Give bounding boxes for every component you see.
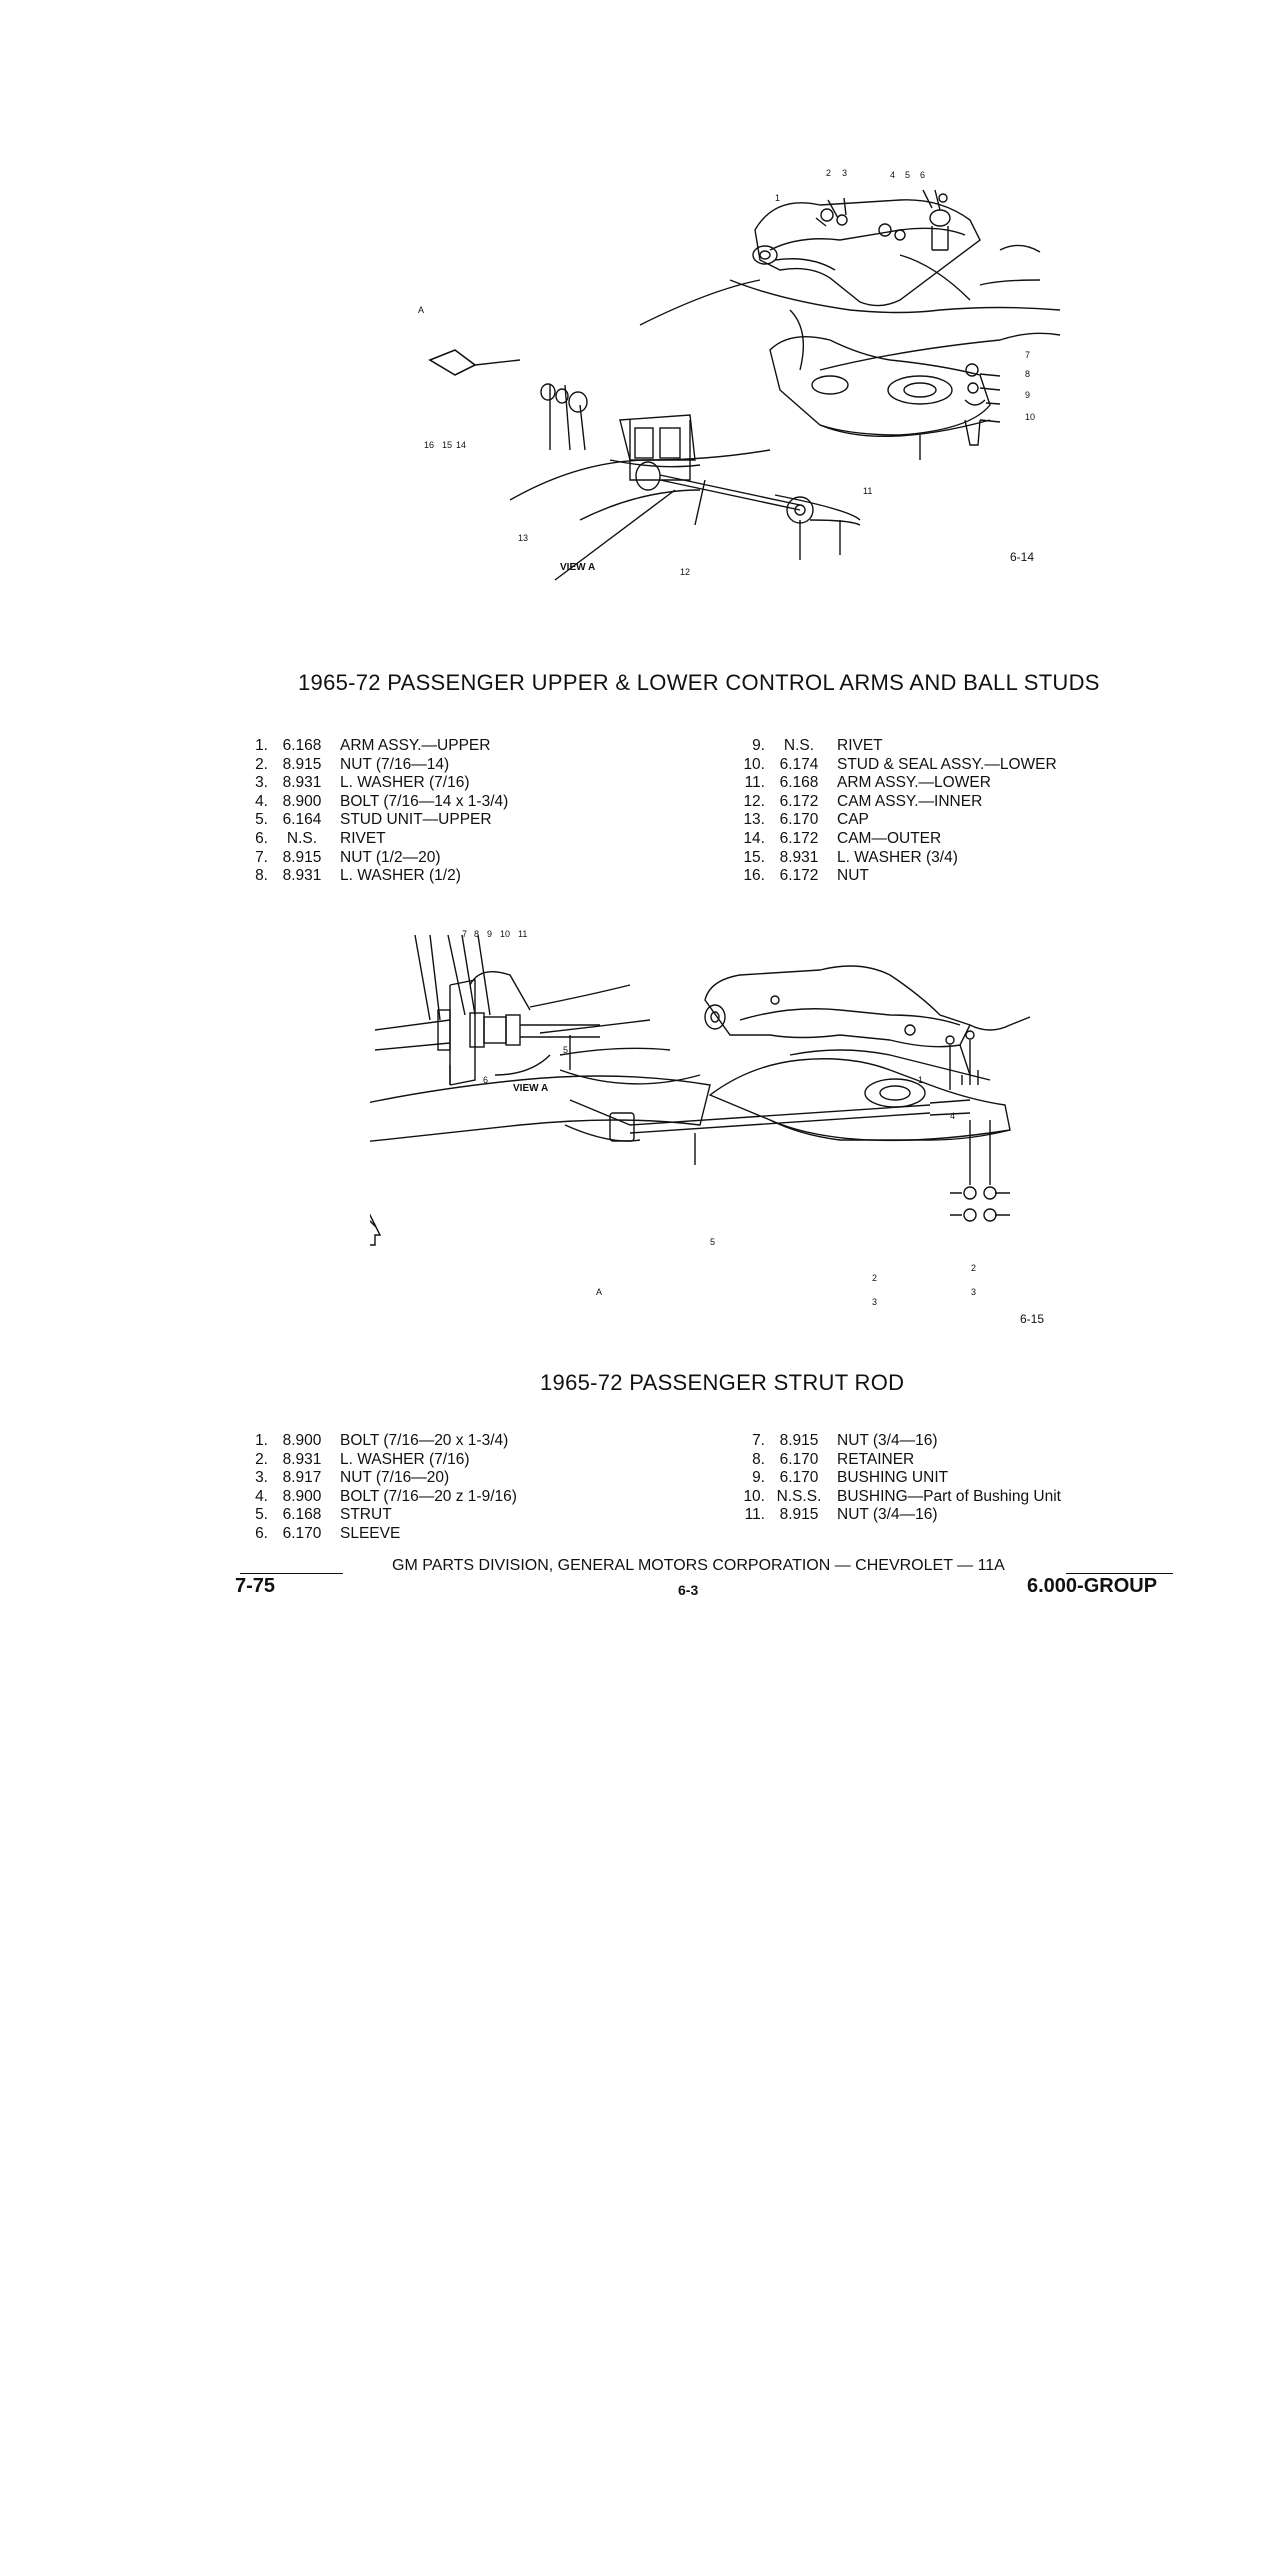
callout-2-left: 2 (872, 1273, 878, 1283)
figure-number: 6-14 (1010, 550, 1035, 564)
callout-5b: 5 (710, 1237, 716, 1247)
footer-publisher: GM PARTS DIVISION, GENERAL MOTORS CORPOR… (392, 1557, 1005, 1574)
callout-5: 5 (563, 1045, 569, 1055)
arrow-label-a: A (418, 305, 425, 315)
callout-3-right: 3 (971, 1287, 977, 1297)
callout-12: 12 (680, 567, 691, 577)
callout-3: 3 (842, 168, 848, 178)
callout-15: 15 (442, 440, 453, 450)
figure-strut-rod-illustration: 7 8 9 10 11 6 5 5 1 4 2 2 3 3 A VIEW A 6… (370, 925, 1070, 1335)
callout-6: 6 (920, 170, 926, 180)
callout-10: 10 (500, 929, 511, 939)
callout-8: 8 (1025, 369, 1031, 379)
figure-number: 6-15 (1020, 1312, 1045, 1326)
arrow-label-a: A (596, 1287, 603, 1297)
section-title-control-arms: 1965-72 PASSENGER UPPER & LOWER CONTROL … (298, 670, 1100, 695)
callout-4: 4 (950, 1111, 956, 1121)
callout-13: 13 (518, 533, 529, 543)
callout-4: 4 (890, 170, 896, 180)
callout-7: 7 (1025, 350, 1031, 360)
footer-group: 6.000-GROUP (1027, 1575, 1158, 1597)
view-a-label: VIEW A (513, 1083, 549, 1094)
footer-page-number: 6-3 (678, 1582, 699, 1598)
callout-3-left: 3 (872, 1297, 878, 1307)
footer-date: 7-75 (235, 1575, 276, 1597)
callout-9: 9 (1025, 390, 1031, 400)
list-item: 9.N.S.RIVET (752, 737, 883, 754)
callout-6: 6 (483, 1075, 489, 1085)
callout-11: 11 (518, 929, 528, 939)
view-a-label: VIEW A (560, 562, 596, 573)
callout-1: 1 (918, 1075, 924, 1085)
callout-5: 5 (905, 170, 911, 180)
callout-10: 10 (1025, 412, 1036, 422)
footer-rule-left (240, 1573, 343, 1574)
list-item: 10.N.S.S.BUSHING—Part of Bushing Unit (743, 1487, 1061, 1505)
callout-16: 16 (424, 440, 435, 450)
footer-rule-right (1066, 1573, 1173, 1574)
figure-control-arms-illustration: 1 2 3 4 5 6 7 8 9 10 11 12 13 14 15 16 A… (380, 160, 1080, 600)
section-title-strut-rod: 1965-72 PASSENGER STRUT ROD (540, 1370, 905, 1395)
callout-1: 1 (775, 193, 781, 203)
callout-2: 2 (826, 168, 832, 178)
callout-14: 14 (456, 440, 467, 450)
callout-9: 9 (487, 929, 493, 939)
callout-7: 7 (462, 929, 468, 939)
callout-8: 8 (474, 929, 480, 939)
list-item: 6.N.S.RIVET (255, 829, 386, 847)
callout-2-right: 2 (971, 1263, 977, 1273)
callout-11: 11 (863, 486, 873, 496)
